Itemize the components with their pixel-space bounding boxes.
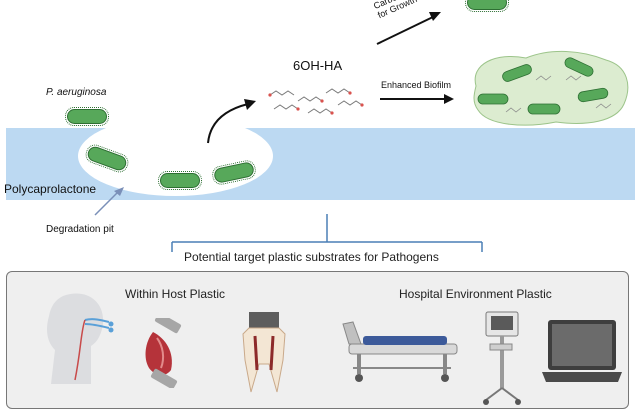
organism-label: P. aeruginosa (46, 87, 107, 98)
plastic-targets-panel: Within Host Plastic Hospital Environment… (6, 271, 629, 409)
hospital-bed-icon (342, 321, 458, 382)
dental-implant-tooth-icon (242, 312, 286, 393)
bacterium-growth (465, 0, 509, 12)
biofilm-arrow (380, 94, 454, 104)
hospital-plastic-title: Hospital Environment Plastic (399, 287, 552, 301)
bracket (171, 214, 483, 252)
substrate-label: Polycaprolactone (4, 182, 97, 196)
laptop-icon (542, 320, 622, 382)
degradation-pit-label: Degradation pit (46, 224, 114, 235)
biofilm-label: Enhanced Biofilm (381, 80, 452, 90)
product-label: 6OH-HA (293, 58, 343, 73)
bacterium-surface (65, 107, 109, 126)
carbon-source-arrow (376, 12, 441, 45)
medical-monitor-cart-icon (483, 311, 521, 405)
pit-pointer-arrow (94, 187, 124, 216)
bracket-title: Potential target plastic substrates for … (184, 250, 439, 264)
oligomer-molecules (268, 88, 364, 115)
human-head-intubation-icon (47, 293, 114, 384)
catheter-valve-icon (145, 318, 182, 388)
bacterium-pit-2 (158, 171, 202, 190)
host-plastic-title: Within Host Plastic (125, 287, 226, 301)
biofilm-blob (473, 51, 629, 126)
release-arrow (207, 99, 256, 144)
